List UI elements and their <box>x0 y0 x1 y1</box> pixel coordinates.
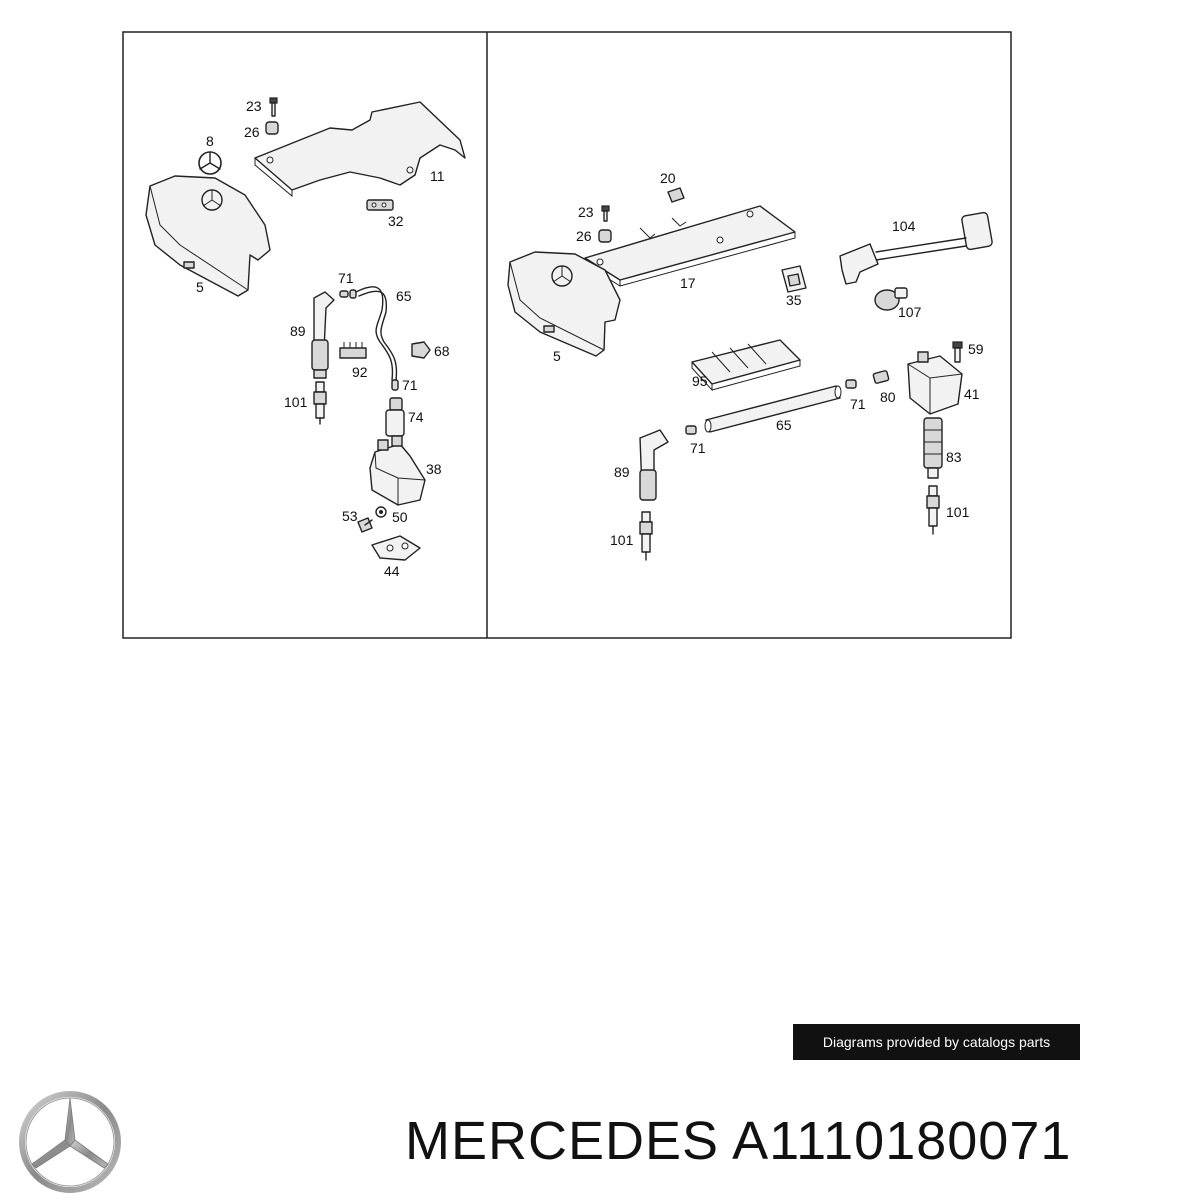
callout-101-right: 101 <box>946 504 970 520</box>
seal-71d <box>685 425 697 435</box>
clip-35 <box>781 265 807 293</box>
callout-65: 65 <box>396 288 412 304</box>
callout-17: 17 <box>680 275 696 291</box>
part-title: MERCEDES A1110180071 <box>405 1111 1072 1171</box>
callout-41: 41 <box>964 386 980 402</box>
spark-plug-101-left <box>313 381 327 425</box>
callout-23-right: 23 <box>578 204 594 220</box>
callout-38: 38 <box>426 461 442 477</box>
ignition-cable-65 <box>355 286 398 381</box>
callout-68: 68 <box>434 343 450 359</box>
callout-101: 101 <box>284 394 308 410</box>
callout-83: 83 <box>946 449 962 465</box>
spark-plug-101-center <box>639 511 653 561</box>
callout-71-lower: 71 <box>402 377 418 393</box>
callout-26: 26 <box>244 124 260 140</box>
callout-101-center: 101 <box>610 532 634 548</box>
boot-74 <box>385 397 405 437</box>
bolt-23 <box>269 97 278 117</box>
callout-65-right: 65 <box>776 417 792 433</box>
seal-71c <box>845 379 857 389</box>
clip-20 <box>667 187 685 203</box>
callout-89: 89 <box>290 323 306 339</box>
screw-53 <box>357 517 373 533</box>
cover-plate-11 <box>254 101 466 198</box>
callout-80: 80 <box>880 389 896 405</box>
bolt-23-right <box>601 205 610 222</box>
callout-8: 8 <box>206 133 214 149</box>
callout-59: 59 <box>968 341 984 357</box>
callout-74: 74 <box>408 409 424 425</box>
seal-71a <box>339 289 357 299</box>
diagram-frame <box>122 31 1012 639</box>
callout-32: 32 <box>388 213 404 229</box>
cover-plate-17 <box>584 205 796 287</box>
bracket-44 <box>371 535 421 561</box>
callout-92: 92 <box>352 364 368 380</box>
bolt-59 <box>952 341 963 363</box>
sensor-cable-104 <box>839 211 993 285</box>
clamp-68 <box>411 341 431 359</box>
callout-104: 104 <box>892 218 916 234</box>
seal-71b <box>391 379 399 391</box>
callout-71: 71 <box>338 270 354 286</box>
callout-71-right-upper: 71 <box>850 396 866 412</box>
callout-107: 107 <box>898 304 922 320</box>
right-panel: 20 23 26 104 17 35 107 5 59 95 41 71 80 … <box>507 170 993 561</box>
callout-44: 44 <box>384 563 400 579</box>
sensor-107 <box>874 287 908 311</box>
callout-5-right: 5 <box>553 348 561 364</box>
engine-cover-5 <box>145 175 271 297</box>
callout-20: 20 <box>660 170 676 186</box>
engine-cover-5-right <box>507 251 621 357</box>
plug-connector-89-right <box>639 429 669 501</box>
mercedes-star-icon <box>19 1091 121 1193</box>
boot-83 <box>923 417 943 479</box>
callout-23: 23 <box>246 98 262 114</box>
clip-32 <box>366 199 394 211</box>
callout-26-right: 26 <box>576 228 592 244</box>
diagram-credit-badge: Diagrams provided by catalogs parts <box>793 1024 1080 1060</box>
grommet-26-right <box>598 229 612 243</box>
callout-89-right: 89 <box>614 464 630 480</box>
ignition-coil-38 <box>369 435 426 506</box>
spark-plug-101-right <box>926 485 940 535</box>
callout-5: 5 <box>196 279 204 295</box>
connector-92 <box>339 342 367 359</box>
callout-95: 95 <box>692 373 708 389</box>
ignition-cable-65-right <box>704 385 842 433</box>
washer-50 <box>375 506 387 518</box>
grommet-26 <box>265 121 279 135</box>
ignition-coil-41 <box>907 351 963 415</box>
callout-50: 50 <box>392 509 408 525</box>
connector-80 <box>872 370 890 384</box>
emblem-8 <box>198 151 222 175</box>
connector-strip-95 <box>691 339 801 392</box>
callout-35: 35 <box>786 292 802 308</box>
plug-connector-89 <box>311 291 335 379</box>
callout-11: 11 <box>430 168 445 184</box>
left-panel: 23 26 8 11 32 5 71 65 89 92 68 71 101 74… <box>145 97 466 579</box>
callout-71-right-lower: 71 <box>690 440 706 456</box>
callout-53: 53 <box>342 508 358 524</box>
